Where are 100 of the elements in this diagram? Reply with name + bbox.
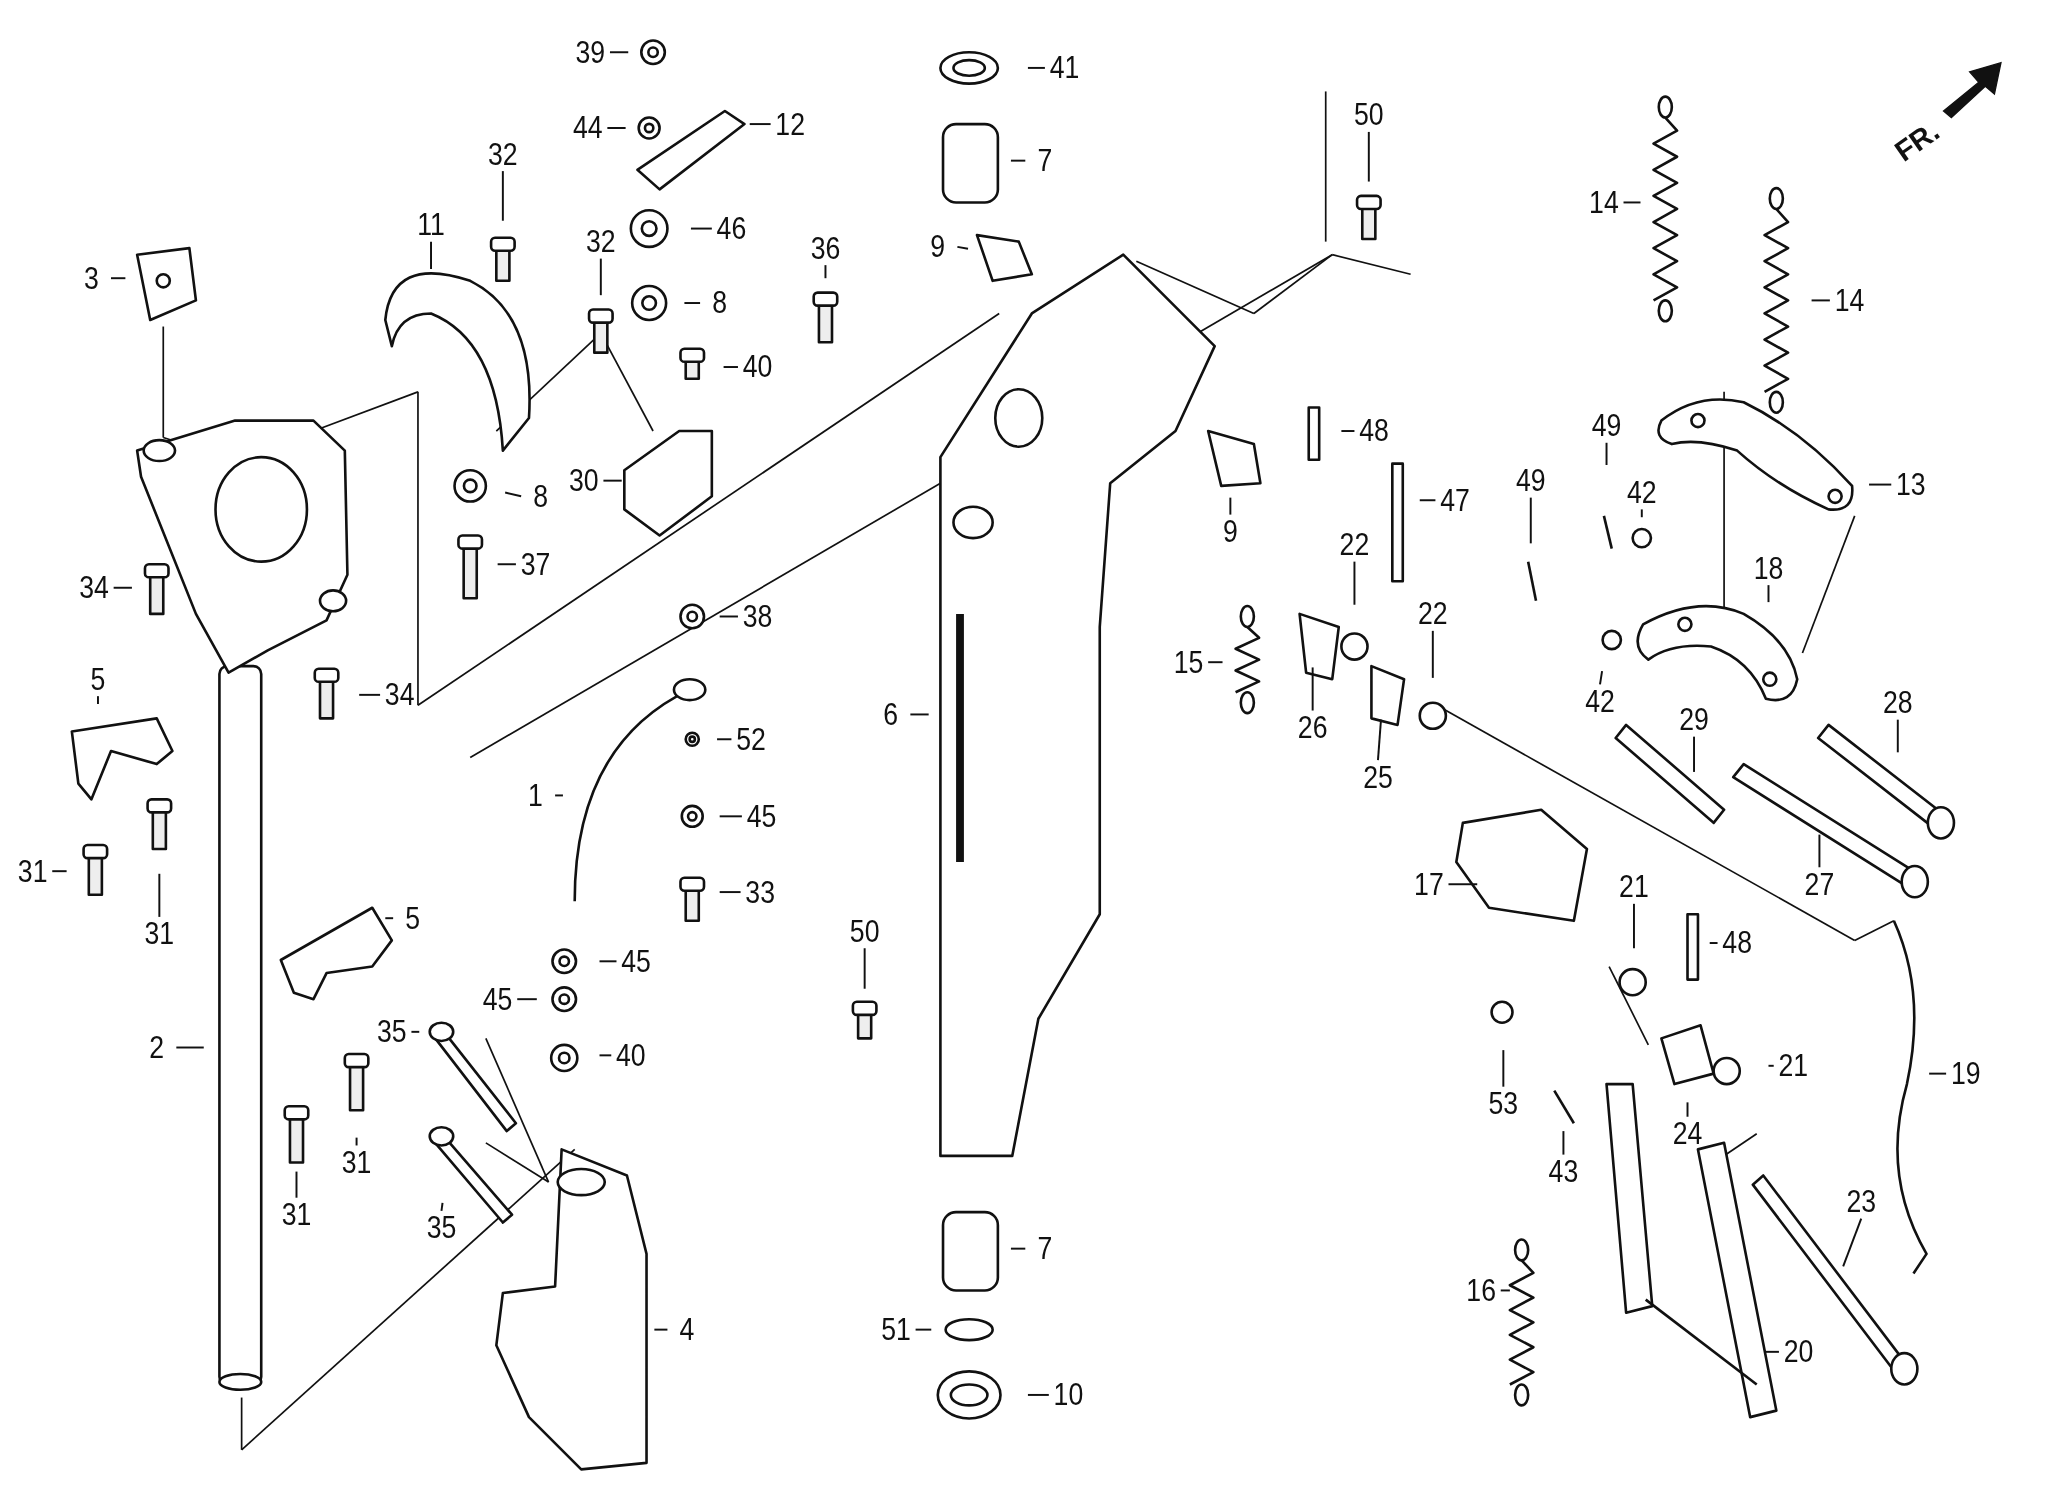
leader-line — [718, 891, 742, 894]
leader-line — [718, 615, 739, 618]
callout-number: 49 — [1589, 408, 1624, 443]
leader-line — [863, 947, 866, 990]
leader-line — [1207, 661, 1224, 664]
callout-number: 9 — [1213, 514, 1247, 549]
leader-line — [1842, 1217, 1863, 1268]
callout-number: 15 — [1171, 645, 1206, 680]
callout-number: 32 — [584, 224, 618, 259]
callout-number: 45 — [744, 799, 779, 834]
leader-line — [689, 227, 713, 230]
leader-line — [1026, 1393, 1050, 1396]
callout-number: 49 — [1514, 463, 1548, 498]
callout-number: 10 — [1051, 1377, 1086, 1412]
callout-number: 29 — [1677, 702, 1711, 737]
leader-line — [516, 998, 538, 1001]
callout-number: 52 — [734, 722, 768, 757]
leader-line — [824, 264, 827, 280]
callout-number: 47 — [1438, 483, 1472, 518]
callout-number: 7 — [1028, 1231, 1062, 1266]
callout-number: 9 — [921, 229, 955, 264]
callout-number: 40 — [740, 350, 775, 384]
leader-line — [1367, 130, 1370, 183]
leader-line — [96, 695, 99, 705]
leader-line — [598, 1054, 613, 1057]
leader-line — [1499, 1289, 1511, 1292]
callout-number: 12 — [773, 107, 807, 142]
leader-line — [175, 1046, 205, 1049]
leader-line — [606, 127, 627, 129]
leader-line — [358, 693, 382, 696]
leader-line — [295, 1170, 298, 1199]
leader-line — [1633, 902, 1635, 950]
leader-line — [748, 123, 772, 126]
leader-line — [1708, 942, 1719, 944]
callout-number: 50 — [1352, 97, 1386, 132]
leader-line — [1928, 1072, 1948, 1075]
leader-line — [158, 872, 161, 918]
callout-number: 31 — [142, 916, 176, 951]
leader-line — [501, 170, 504, 222]
leader-line — [110, 277, 127, 280]
callout-number: 35 — [375, 1014, 409, 1049]
callout-number: 32 — [486, 137, 520, 172]
leader-line — [1340, 430, 1356, 432]
leader-line — [1868, 483, 1893, 486]
callout-number: 34 — [383, 677, 417, 712]
callout-number: 37 — [518, 547, 553, 582]
callout-number: 44 — [571, 111, 605, 145]
callout-number: 16 — [1464, 1273, 1498, 1308]
callout-number: 48 — [1357, 414, 1391, 448]
leader-line — [718, 815, 743, 818]
leader-line — [1818, 833, 1821, 869]
callout-number: 6 — [874, 697, 908, 732]
callout-number: 46 — [714, 211, 749, 246]
callout-number: 31 — [339, 1145, 374, 1180]
callout-number: 39 — [573, 35, 607, 70]
callout-number: 5 — [81, 662, 115, 697]
leader-line — [1896, 718, 1899, 754]
callout-number: 23 — [1844, 1184, 1878, 1219]
leader-line — [410, 1030, 421, 1033]
callout-number: 13 — [1894, 467, 1928, 502]
callout-number: 48 — [1720, 926, 1754, 960]
leader-line — [716, 738, 733, 741]
callout-number: 26 — [1296, 710, 1330, 745]
leader-line — [1529, 496, 1532, 545]
direction-label: FR. — [1888, 114, 1947, 169]
callout-number: 30 — [567, 463, 601, 498]
callout-number: 43 — [1546, 1154, 1581, 1189]
callout-number: 22 — [1416, 596, 1450, 631]
callout-number: 42 — [1625, 475, 1659, 510]
callout-number: 50 — [848, 914, 882, 949]
callout-number: 2 — [140, 1030, 174, 1065]
leader-line — [430, 240, 432, 271]
leader-line — [1767, 1064, 1775, 1067]
callout-number: 33 — [743, 875, 777, 910]
callout-number: 38 — [740, 599, 775, 634]
callout-number: 8 — [703, 286, 737, 320]
leader-line — [1009, 1247, 1027, 1250]
leader-line — [112, 586, 133, 589]
callout-number: 45 — [619, 944, 653, 979]
callout-number: 3 — [74, 261, 109, 296]
callout-number: 53 — [1486, 1086, 1520, 1121]
leader-line — [51, 870, 68, 873]
leader-line — [1622, 201, 1642, 204]
callout-number: 41 — [1047, 50, 1082, 85]
leader-line — [1502, 1049, 1505, 1088]
callout-number: 36 — [808, 231, 843, 266]
leader-line — [914, 1328, 933, 1331]
leader-line — [1810, 299, 1831, 302]
callout-number: 18 — [1751, 551, 1786, 586]
callout-number: 19 — [1949, 1056, 1983, 1091]
leader-line — [504, 491, 523, 498]
callout-number: 21 — [1776, 1048, 1810, 1083]
callout-number: 7 — [1028, 143, 1062, 178]
leader-line — [1763, 1350, 1780, 1353]
callout-number: 27 — [1802, 867, 1837, 902]
callout-number: 34 — [77, 570, 111, 605]
callout-number: 51 — [879, 1312, 913, 1347]
callout-number: 45 — [481, 982, 515, 1017]
leader-line — [722, 366, 739, 368]
callout-number: 20 — [1781, 1334, 1816, 1369]
